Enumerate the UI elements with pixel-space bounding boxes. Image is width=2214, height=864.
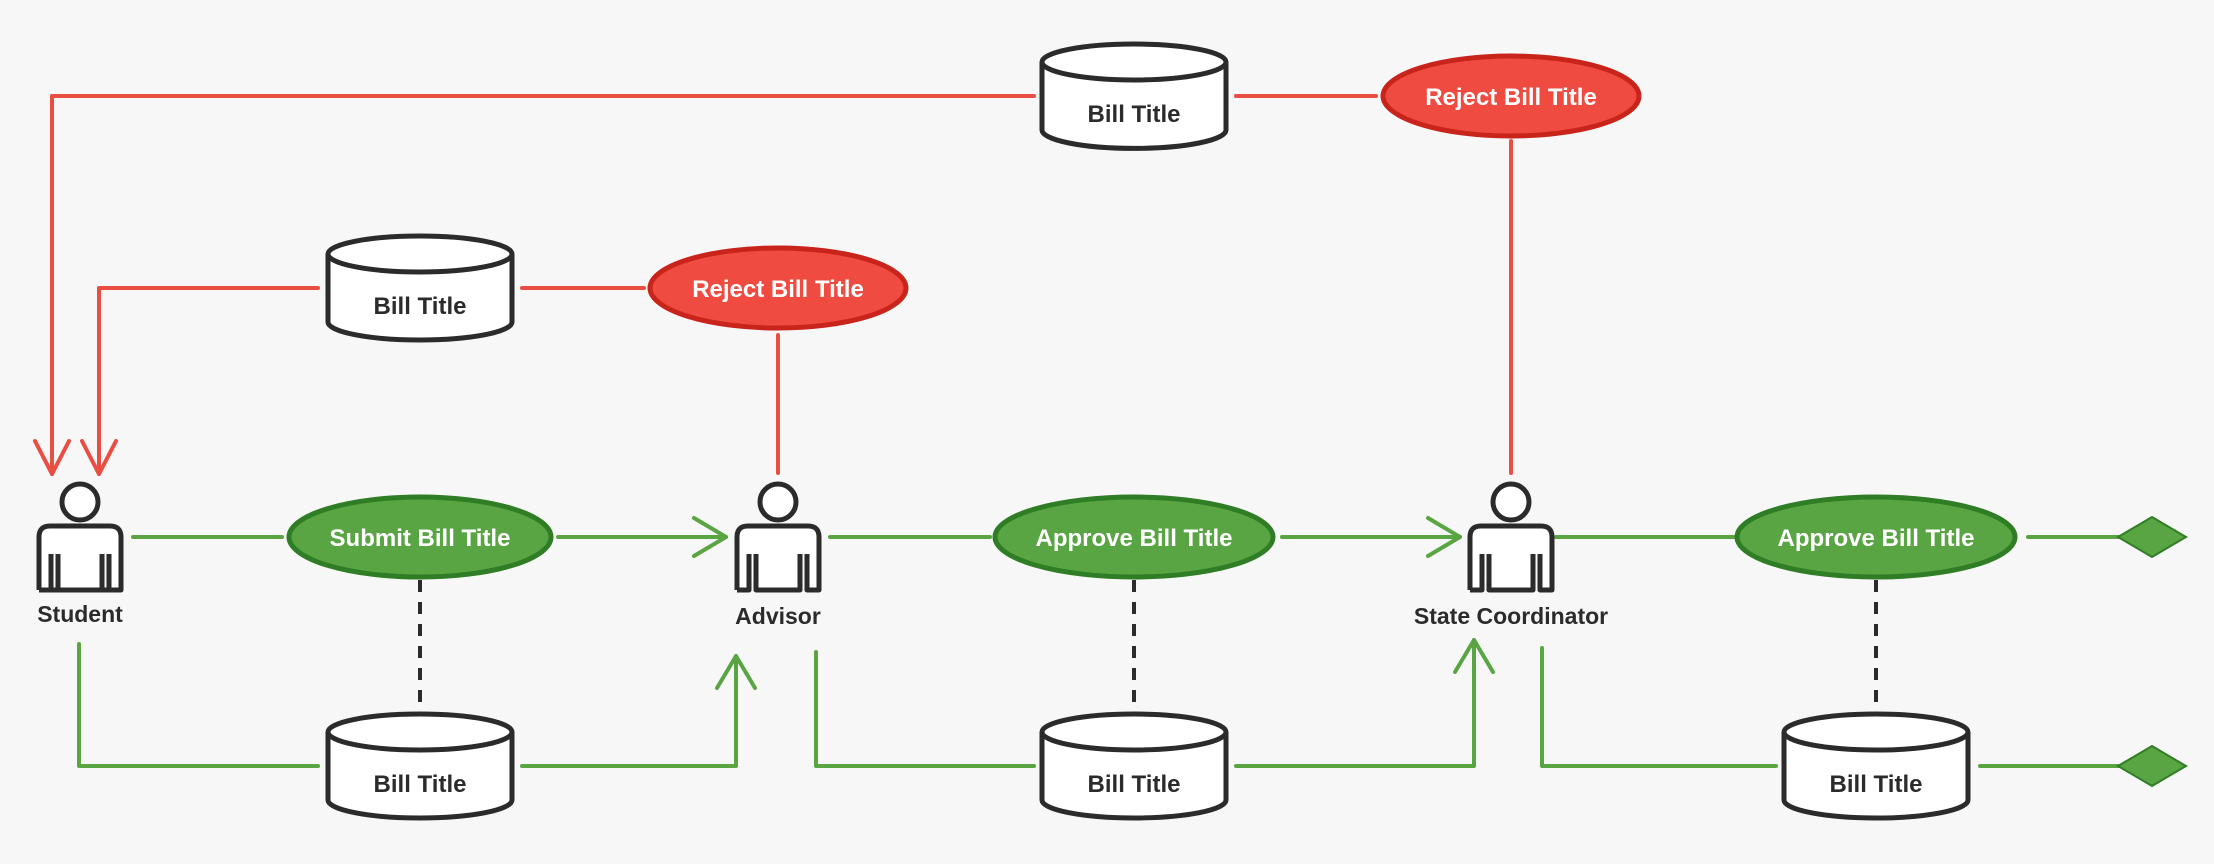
db-to-state-line <box>1234 638 1476 768</box>
reject-connectors <box>33 94 1513 476</box>
data-store-label: Bill Title <box>374 771 467 798</box>
reject-advisor-arrowhead <box>80 439 118 476</box>
data-store-submit: Bill Title <box>325 711 515 821</box>
data-store-reject-state: Bill Title <box>1039 41 1229 151</box>
end-markers <box>2116 515 2188 788</box>
data-store-reject-advisor: Bill Title <box>325 233 515 343</box>
use-case-reject-advisor: Reject Bill Title <box>647 245 909 331</box>
advisor-to-db-line <box>814 650 1036 768</box>
use-case-label: Approve Bill Title <box>1778 525 1975 552</box>
actor-advisor: Advisor <box>734 481 822 629</box>
use-case-approve-advisor: Approve Bill Title <box>992 494 1276 580</box>
state-to-db-line <box>1540 646 1778 768</box>
use-case-submit: Submit Bill Title <box>286 494 554 580</box>
use-case-label: Submit Bill Title <box>330 525 511 552</box>
use-case-label: Reject Bill Title <box>1425 84 1597 111</box>
actor-label: Advisor <box>735 603 821 629</box>
data-store-label: Bill Title <box>1088 101 1181 128</box>
data-store-label: Bill Title <box>374 293 467 320</box>
actor-student: Student <box>36 481 124 627</box>
use-case-reject-state: Reject Bill Title <box>1380 53 1642 139</box>
reject-advisor-return-line <box>97 286 320 476</box>
reject-state-return-line <box>50 94 1036 476</box>
reject-state-arrowhead <box>33 439 71 476</box>
person-icon <box>36 481 124 593</box>
person-icon <box>734 481 822 593</box>
database-icon <box>1039 62 1229 151</box>
data-store-label: Bill Title <box>1088 771 1181 798</box>
submit-to-advisor-arrowhead <box>692 516 728 558</box>
approve-to-state-arrowhead <box>1426 516 1462 558</box>
end-diamond-bottom <box>2116 744 2188 788</box>
data-store-label: Bill Title <box>1830 771 1923 798</box>
actor-state-coordinator: State Coordinator <box>1414 481 1608 629</box>
db-to-advisor-arrowhead <box>715 654 757 690</box>
db-to-state-arrowhead <box>1453 638 1495 674</box>
database-icon <box>1039 732 1229 821</box>
data-store-approve-state: Bill Title <box>1781 711 1971 821</box>
data-store-approve-advisor: Bill Title <box>1039 711 1229 821</box>
use-case-label: Approve Bill Title <box>1036 525 1233 552</box>
person-icon <box>1467 481 1555 593</box>
database-icon <box>325 254 515 343</box>
use-case-label: Reject Bill Title <box>692 276 864 303</box>
use-case-approve-state: Approve Bill Title <box>1734 494 2018 580</box>
dashed-associations <box>418 580 1878 712</box>
approve-connectors <box>77 516 2122 768</box>
actor-label: State Coordinator <box>1414 603 1608 629</box>
database-icon <box>1781 732 1971 821</box>
database-icon <box>325 732 515 821</box>
end-diamond-top <box>2116 515 2188 559</box>
db-to-advisor-line <box>520 654 738 768</box>
student-to-db-line <box>77 642 320 768</box>
actor-label: Student <box>37 601 123 627</box>
